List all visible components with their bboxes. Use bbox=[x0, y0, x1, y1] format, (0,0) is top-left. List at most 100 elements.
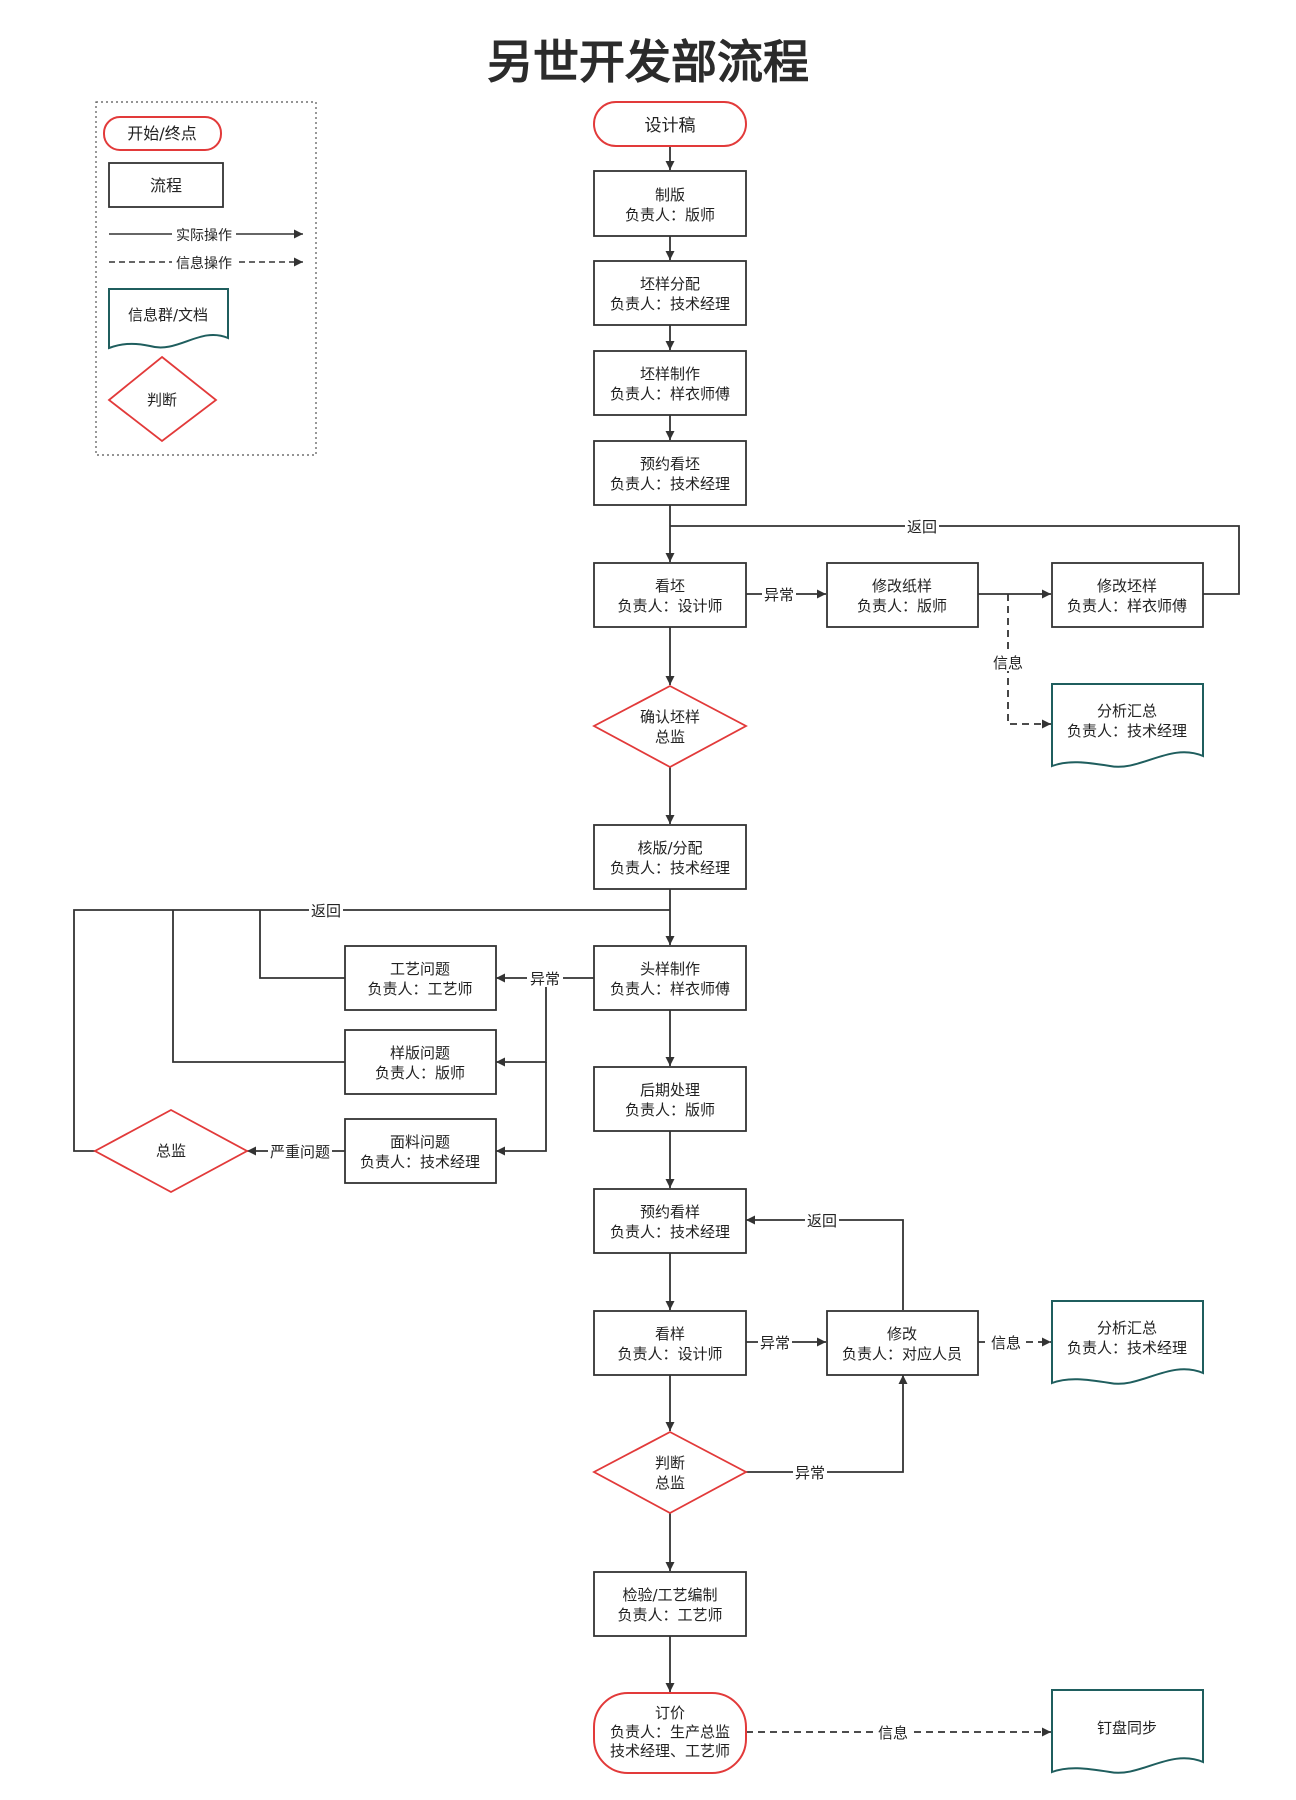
node-design-label: 设计稿 bbox=[645, 116, 696, 136]
node-craft-shape bbox=[344, 945, 497, 1011]
node-make-line1: 坯样制作 bbox=[640, 365, 700, 383]
legend-document-label: 信息群/文档 bbox=[128, 306, 208, 324]
node-assign-line1: 坯样分配 bbox=[640, 275, 700, 293]
node-doc1-line2: 负责人：技术经理 bbox=[1067, 722, 1187, 740]
node-director-shape bbox=[93, 1108, 249, 1194]
legend-decision-shape bbox=[107, 355, 218, 443]
edge-labels: 返回 异常 信息 返回 异常 严重问题 返回 异常 信息 异常 信息 bbox=[268, 517, 1025, 1742]
node-fabric-line1: 面料问题 bbox=[390, 1133, 450, 1151]
nodes: 设计稿 制版 负责人：版师 坯样分配 负责人：技术经理 坯样制作 负责人：样衣师… bbox=[93, 101, 1204, 1774]
node-plate-line1: 制版 bbox=[655, 186, 685, 204]
label-bg-serious bbox=[268, 1142, 332, 1160]
label-abnormal1: 异常 bbox=[764, 586, 794, 604]
node-order-shape bbox=[593, 1692, 747, 1774]
node-confirm-line2: 总监 bbox=[655, 728, 685, 746]
node-post-line1: 后期处理 bbox=[640, 1081, 700, 1099]
edge-director-return bbox=[73, 909, 670, 1152]
node-view2-line2: 负责人：设计师 bbox=[617, 1345, 722, 1363]
node-post-shape bbox=[593, 1066, 747, 1132]
edge-abnormal-pattern bbox=[496, 978, 547, 1067]
label-bg-info3 bbox=[876, 1723, 910, 1741]
label-abnormal2: 异常 bbox=[530, 970, 560, 988]
node-modify-line2: 负责人：对应人员 bbox=[842, 1345, 962, 1363]
node-assign-line2: 负责人：技术经理 bbox=[610, 295, 730, 313]
label-bg-return2 bbox=[309, 901, 343, 919]
node-fabric-shape bbox=[344, 1118, 497, 1184]
label-abnormal4: 异常 bbox=[795, 1464, 825, 1482]
legend-decision-label: 判断 bbox=[147, 391, 177, 409]
label-bg-abnormal3 bbox=[758, 1333, 792, 1351]
page-title: 另世开发部流程 bbox=[487, 35, 809, 89]
node-design-shape bbox=[593, 101, 747, 147]
node-book2-line1: 预约看样 bbox=[640, 1203, 700, 1221]
node-head-shape bbox=[593, 945, 747, 1011]
legend-terminal-label: 开始/终点 bbox=[127, 124, 196, 143]
label-bg-abnormal1 bbox=[762, 585, 796, 603]
node-view2-line1: 看样 bbox=[655, 1325, 685, 1343]
label-return3: 返回 bbox=[807, 1212, 837, 1230]
node-book1-line1: 预约看坯 bbox=[640, 455, 700, 473]
label-info2: 信息 bbox=[991, 1334, 1021, 1352]
node-post-line2: 负责人：版师 bbox=[625, 1101, 715, 1119]
node-director-label: 总监 bbox=[156, 1142, 186, 1160]
node-pattern-shape bbox=[344, 1029, 497, 1095]
label-bg-abnormal4 bbox=[793, 1463, 827, 1481]
node-modpaper-line2: 负责人：版师 bbox=[857, 597, 947, 615]
node-plate-shape bbox=[593, 170, 747, 237]
node-book1-shape bbox=[593, 440, 747, 506]
node-make-line2: 负责人：样衣师傅 bbox=[610, 385, 730, 403]
label-bg-return3 bbox=[805, 1211, 839, 1229]
node-inspect-line2: 负责人：工艺师 bbox=[617, 1606, 722, 1624]
label-bg-info2 bbox=[989, 1333, 1023, 1351]
legend-process-shape bbox=[108, 162, 224, 208]
label-return2: 返回 bbox=[311, 902, 341, 920]
node-modsample-shape bbox=[1051, 562, 1204, 628]
legend-frame bbox=[95, 101, 317, 456]
legend-terminal-shape bbox=[103, 116, 222, 151]
node-view1-shape bbox=[593, 562, 747, 628]
node-sync-label: 钉盘同步 bbox=[1097, 1719, 1157, 1737]
node-assign-shape bbox=[593, 260, 747, 326]
node-doc2-line1: 分析汇总 bbox=[1097, 1319, 1157, 1337]
node-check-line1: 核版/分配 bbox=[637, 839, 702, 857]
label-bg-return1 bbox=[905, 517, 939, 535]
legend-actual-bg bbox=[172, 224, 236, 242]
node-confirm-shape bbox=[592, 684, 748, 769]
label-bg-abnormal2 bbox=[527, 969, 563, 987]
legend-info-label: 信息操作 bbox=[176, 255, 232, 272]
label-info3: 信息 bbox=[878, 1724, 908, 1742]
label-serious: 严重问题 bbox=[270, 1143, 330, 1161]
node-modify-shape bbox=[826, 1310, 979, 1376]
node-pattern-line2: 负责人：版师 bbox=[375, 1064, 465, 1082]
node-fabric-line2: 负责人：技术经理 bbox=[360, 1153, 480, 1171]
edge-craft-return bbox=[259, 910, 345, 979]
label-return1: 返回 bbox=[907, 518, 937, 536]
node-head-line2: 负责人：样衣师傅 bbox=[610, 980, 730, 998]
label-bg-info1 bbox=[991, 653, 1025, 671]
node-plate-line2: 负责人：版师 bbox=[625, 206, 715, 224]
node-craft-line1: 工艺问题 bbox=[390, 960, 450, 978]
node-pattern-line1: 样版问题 bbox=[390, 1044, 450, 1062]
node-modify-line1: 修改 bbox=[887, 1325, 917, 1343]
edge-pattern-return bbox=[172, 910, 345, 1063]
node-judge-line1: 判断 bbox=[655, 1454, 685, 1472]
node-check-shape bbox=[593, 824, 747, 890]
legend-info-bg bbox=[172, 252, 236, 270]
node-inspect-line1: 检验/工艺编制 bbox=[622, 1586, 717, 1604]
node-doc2-shape bbox=[1051, 1300, 1204, 1385]
edge-info-doc1 bbox=[1007, 594, 1051, 729]
node-craft-line2: 负责人：工艺师 bbox=[367, 980, 472, 998]
node-modsample-line1: 修改坯样 bbox=[1097, 577, 1157, 595]
node-inspect-shape bbox=[593, 1571, 747, 1637]
legend-document-shape bbox=[108, 288, 229, 350]
node-judge-line2: 总监 bbox=[655, 1474, 685, 1492]
node-head-line1: 头样制作 bbox=[640, 960, 700, 978]
node-view2-shape bbox=[593, 1310, 747, 1376]
edge-abnormal-fabric bbox=[496, 1062, 547, 1156]
node-doc1-line1: 分析汇总 bbox=[1097, 702, 1157, 720]
node-book2-shape bbox=[593, 1188, 747, 1254]
node-order-line1: 订价 bbox=[655, 1704, 685, 1722]
node-view1-line1: 看坯 bbox=[655, 577, 685, 595]
edge-modsample-return bbox=[670, 525, 1240, 595]
